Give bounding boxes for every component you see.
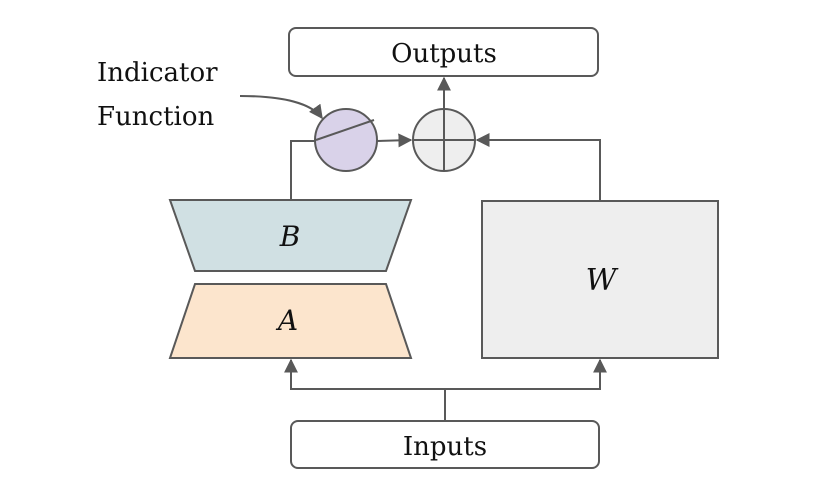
outputs-label: Outputs (391, 39, 497, 69)
weights-label: W (586, 263, 619, 298)
sum-node (412, 108, 476, 172)
inputs-to-w-arrow (445, 358, 607, 390)
matrix-a-node: A (168, 283, 413, 359)
indicator-circle (314, 108, 378, 172)
outputs-node: Outputs (288, 27, 599, 77)
indicator-function-node (314, 108, 378, 172)
inputs-to-a-arrow (284, 358, 445, 390)
matrix-b-label: B (279, 220, 301, 253)
matrix-a-trapezoid (168, 283, 413, 359)
b-to-indicator-line (290, 140, 315, 200)
indicator-annotation-arrow (239, 95, 323, 120)
indicator-label-line2: Function (97, 102, 215, 132)
inputs-node: Inputs (290, 420, 600, 469)
inputs-box (290, 420, 600, 469)
matrix-b-node: B (168, 199, 413, 272)
matrix-b-trapezoid (168, 199, 413, 272)
weights-node: W (481, 200, 719, 359)
weights-box (481, 200, 719, 359)
outputs-box (288, 27, 599, 77)
indicator-to-sum-arrow (376, 133, 413, 148)
indicator-switch-icon (315, 119, 375, 141)
indicator-label-line1: Indicator (97, 58, 218, 88)
connections (239, 76, 607, 421)
matrix-a-label: A (275, 304, 298, 337)
indicator-function-label: Indicator Function (97, 58, 218, 132)
w-to-sum-arrow (475, 133, 601, 201)
inputs-label: Inputs (403, 432, 487, 462)
